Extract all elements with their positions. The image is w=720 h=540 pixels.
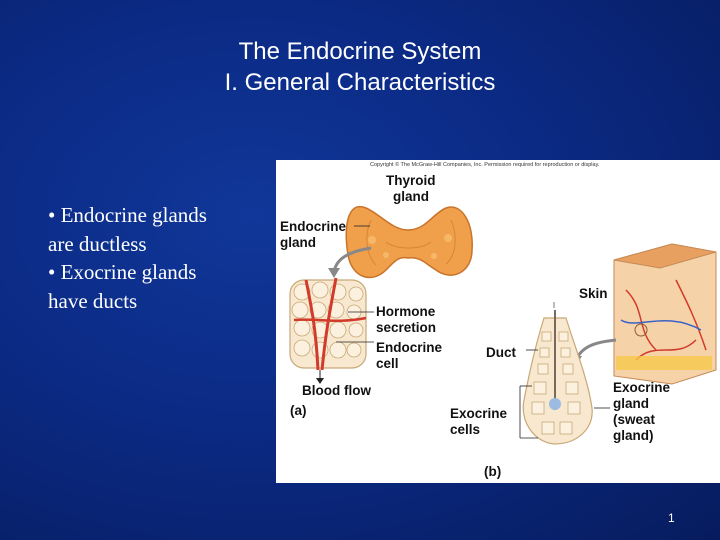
label-thyroid-gland: gland	[393, 189, 429, 204]
gland-diagram-svg: Copyright © The McGraw-Hill Companies, I…	[280, 161, 717, 479]
skin-cross-section-drawing	[613, 243, 717, 385]
label-hormone-secretion: secretion	[376, 320, 436, 335]
bullet-list: • Endocrine glands are ductless • Exocri…	[48, 201, 268, 315]
label-hormone: Hormone	[376, 304, 436, 319]
label-thyroid: Thyroid	[386, 173, 436, 188]
label-panel-a: (a)	[290, 403, 307, 418]
label-exocrine-cells: Exocrine	[450, 406, 508, 421]
label-exocrine-gland-4: gland)	[613, 428, 654, 443]
label-panel-b: (b)	[484, 464, 501, 479]
title-line-2: I. General Characteristics	[224, 69, 496, 96]
bullet-line: are ductless	[48, 231, 147, 256]
copyright-text: Copyright © The McGraw-Hill Companies, I…	[370, 161, 600, 168]
label-endocrine-cell-2: cell	[376, 356, 399, 371]
label-exocrine-gland-3: (sweat	[613, 412, 656, 427]
page-number: 1	[668, 511, 675, 525]
label-exocrine-cells-2: cells	[450, 422, 480, 437]
bullet-line: have ducts	[48, 288, 138, 313]
label-skin: Skin	[579, 286, 608, 301]
label-endocrine-gland-2: gland	[280, 235, 316, 250]
label-endocrine-gland: Endocrine	[280, 219, 347, 234]
gland-illustration: Copyright © The McGraw-Hill Companies, I…	[276, 160, 720, 483]
label-blood-flow: Blood flow	[302, 383, 371, 398]
label-exocrine-gland-2: gland	[613, 396, 649, 411]
thyroid-gland-drawing	[345, 205, 473, 279]
label-duct: Duct	[486, 345, 517, 360]
bullet-line: • Endocrine glands	[48, 203, 207, 227]
magnify-arrow-b	[574, 338, 617, 361]
endocrine-tissue-drawing	[289, 277, 367, 384]
label-exocrine-gland: Exocrine	[613, 380, 671, 395]
bullet-line: • Exocrine glands	[48, 260, 197, 284]
slide-title: The Endocrine System I. General Characte…	[0, 36, 720, 98]
label-endocrine-cell: Endocrine	[376, 340, 443, 355]
exocrine-gland-drawing	[522, 310, 593, 445]
title-line-1: The Endocrine System	[238, 38, 482, 65]
